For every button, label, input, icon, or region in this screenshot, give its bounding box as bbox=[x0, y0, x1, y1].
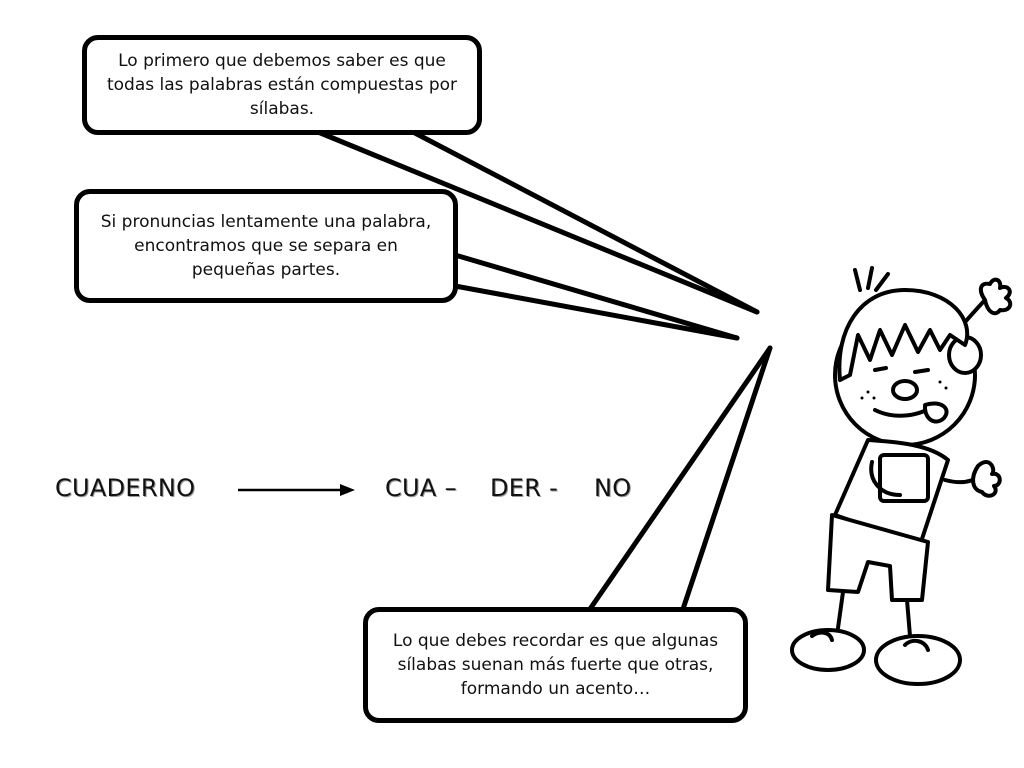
tail-3-right bbox=[680, 345, 773, 612]
tail-1-left bbox=[315, 129, 760, 315]
syllable: DER - bbox=[490, 474, 559, 502]
speech-bubble-pronounce-slowly: Si pronuncias lentamente una palabra, en… bbox=[74, 189, 458, 303]
tail-2-upper bbox=[452, 252, 740, 341]
bubble-text: Lo primero que debemos saber es que toda… bbox=[106, 51, 458, 119]
tail-1-right bbox=[410, 129, 760, 315]
cartoon-boy-illustration bbox=[790, 266, 1013, 686]
tail-2-lower bbox=[452, 283, 740, 341]
syllable: CUA – bbox=[385, 474, 457, 502]
bubble-text: Si pronuncias lentamente una palabra, en… bbox=[100, 212, 432, 280]
right-arrow-icon bbox=[238, 484, 355, 496]
syllable: NO bbox=[594, 474, 632, 502]
speech-tails bbox=[315, 129, 773, 612]
tail-3-left bbox=[587, 345, 773, 612]
example-word: CUADERNO bbox=[55, 474, 196, 502]
bubble-text: Lo que debes recordar es que algunas síl… bbox=[392, 631, 719, 699]
speech-bubble-syllables-intro: Lo primero que debemos saber es que toda… bbox=[82, 35, 482, 135]
speech-bubble-accent-note: Lo que debes recordar es que algunas síl… bbox=[363, 607, 748, 723]
